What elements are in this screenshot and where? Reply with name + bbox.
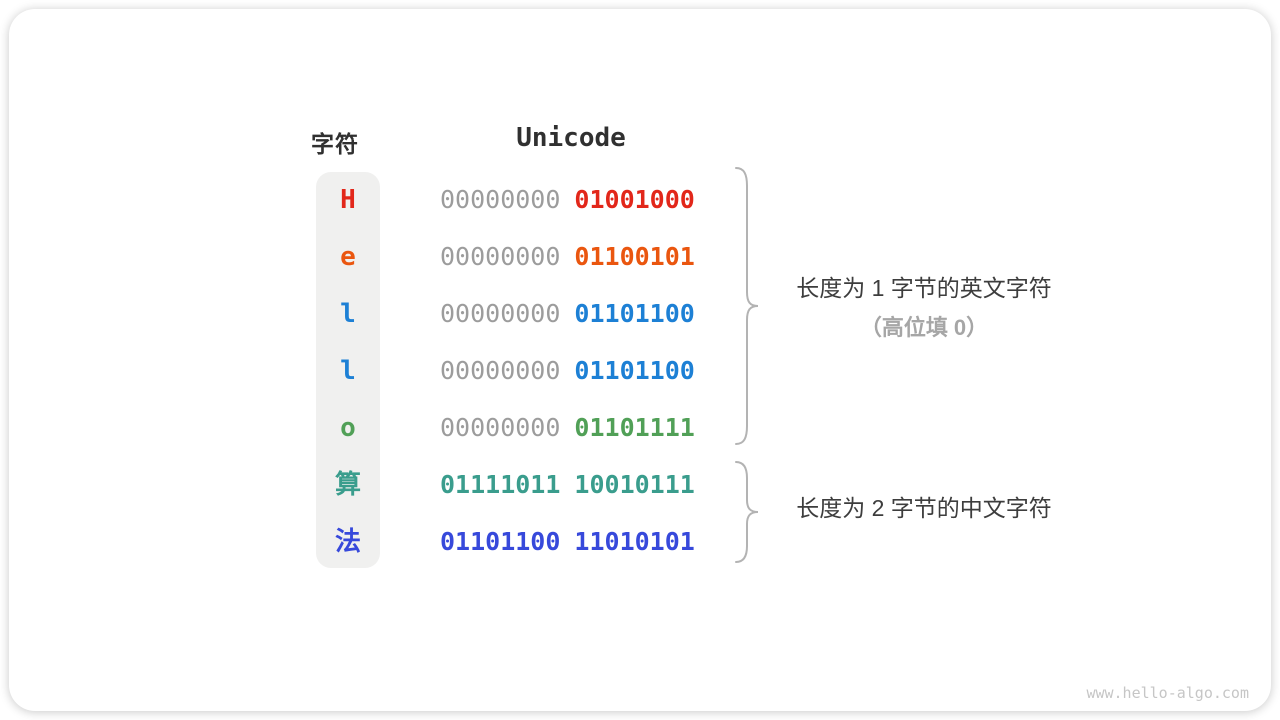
- char-column-header: 字符: [311, 131, 359, 157]
- unicode-high-byte: 00000000: [440, 413, 561, 442]
- unicode-high-byte: 00000000: [440, 242, 561, 271]
- character-cell: 法: [334, 527, 361, 557]
- unicode-binary: 00000000 01101111: [440, 412, 695, 444]
- brace-english-group: [735, 167, 759, 445]
- unicode-low-byte: 01001000: [574, 185, 695, 214]
- character-cell: o: [340, 413, 356, 443]
- unicode-binary: 01111011 10010111: [440, 469, 695, 501]
- unicode-low-byte: 01101100: [574, 356, 695, 385]
- unicode-low-byte: 01101111: [574, 413, 695, 442]
- character-cell: e: [340, 242, 356, 272]
- unicode-binary: 00000000 01001000: [440, 184, 695, 216]
- unicode-binary: 00000000 01100101: [440, 241, 695, 273]
- english-group-annotation-line1: 长度为 1 字节的英文字符: [796, 275, 1052, 301]
- diagram-card: 字符 Unicode H 00000000 01001000 e 00000000…: [9, 9, 1271, 711]
- english-group-annotation: 长度为 1 字节的英文字符 （高位填 0）: [771, 269, 1077, 347]
- character-cell: 算: [334, 470, 361, 500]
- unicode-high-byte: 00000000: [440, 299, 561, 328]
- brace-chinese-group: [735, 461, 759, 563]
- unicode-high-byte: 01111011: [440, 470, 561, 499]
- unicode-binary: 00000000 01101100: [440, 355, 695, 387]
- char-column-background: [316, 172, 380, 568]
- unicode-binary: 01101100 11010101: [440, 526, 695, 558]
- unicode-high-byte: 00000000: [440, 185, 561, 214]
- character-cell: l: [340, 356, 356, 386]
- unicode-high-byte: 00000000: [440, 356, 561, 385]
- english-group-annotation-line2: （高位填 0）: [859, 315, 989, 340]
- unicode-low-byte: 01100101: [574, 242, 695, 271]
- unicode-low-byte: 11010101: [574, 527, 695, 556]
- unicode-column-header: Unicode: [516, 123, 626, 153]
- character-cell: l: [340, 299, 356, 329]
- watermark: www.hello-algo.com: [1086, 684, 1249, 702]
- unicode-high-byte: 01101100: [440, 527, 561, 556]
- unicode-low-byte: 10010111: [574, 470, 695, 499]
- character-cell: H: [340, 185, 356, 215]
- chinese-group-annotation: 长度为 2 字节的中文字符: [771, 489, 1077, 528]
- unicode-low-byte: 01101100: [574, 299, 695, 328]
- unicode-binary: 00000000 01101100: [440, 298, 695, 330]
- chinese-group-annotation-line: 长度为 2 字节的中文字符: [796, 495, 1052, 521]
